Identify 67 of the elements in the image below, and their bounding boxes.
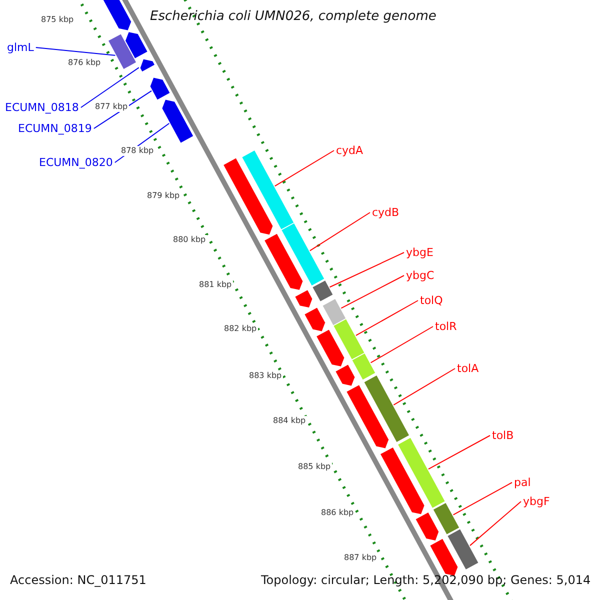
tick-label: 882 kbp	[223, 324, 258, 334]
leader-line	[309, 212, 370, 252]
gene-label: tolR	[435, 321, 457, 332]
gene-label: ybgC	[406, 270, 434, 281]
leader-line	[340, 275, 404, 309]
gene-label: cydB	[372, 207, 400, 218]
leader-line	[274, 150, 334, 187]
gene-label: tolQ	[420, 295, 443, 306]
gene-label: cydA	[336, 145, 364, 156]
leader-line	[355, 300, 418, 336]
gene-label: ybgE	[406, 247, 434, 258]
gene-label: ECUMN_0819	[18, 123, 92, 134]
gene-segment	[433, 503, 460, 534]
gene-segment	[380, 448, 424, 514]
tick-label: 879 kbp	[146, 191, 181, 201]
gene-label: tolA	[457, 363, 479, 374]
title: Escherichia coli UMN026, complete genome	[150, 10, 436, 23]
gene-segment	[364, 376, 409, 442]
leader-line	[428, 435, 490, 470]
gene-segment	[150, 78, 170, 100]
gene-segment	[162, 100, 194, 143]
gene-segment	[316, 330, 344, 366]
genome-info-text: Topology: circular; Length: 5,202,090 bp; Genes: 5,014	[261, 574, 591, 586]
leader-line	[469, 501, 522, 546]
gene-segment	[242, 150, 294, 230]
gene-label: ECUMN_0818	[5, 102, 79, 113]
tick-label: 876 kbp	[67, 58, 102, 68]
gene-segment	[334, 319, 364, 360]
leader-line	[80, 67, 140, 108]
leader-line	[329, 252, 404, 288]
tick-label: 880 kbp	[172, 235, 207, 245]
accession-text: Accession: NC_011751	[10, 574, 146, 586]
tick-label: 877 kbp	[94, 102, 129, 112]
gene-segment	[282, 223, 324, 286]
gene-segment	[140, 59, 154, 72]
gene-segment	[352, 354, 376, 380]
tick-label: 886 kbp	[320, 508, 355, 518]
gene-segment	[398, 438, 445, 508]
tick-label: 881 kbp	[198, 280, 233, 290]
tick-label: 883 kbp	[248, 371, 283, 381]
leader-line	[393, 368, 456, 406]
gene-segment	[346, 385, 389, 448]
tick-label: 878 kbp	[120, 146, 155, 156]
gene-segment	[264, 234, 303, 290]
gene-segment	[295, 290, 312, 308]
gene-label: glmL	[7, 42, 34, 53]
gene-segment	[108, 34, 136, 69]
gene-label: ECUMN_0820	[39, 157, 113, 168]
gene-segment	[416, 512, 439, 540]
gene-segment	[448, 529, 478, 570]
leader-line	[35, 47, 116, 56]
tick-label: 887 kbp	[343, 553, 378, 563]
gene-segment	[322, 299, 346, 326]
leader-line	[370, 326, 434, 364]
gene-label: pal	[514, 477, 531, 488]
gene-segment	[224, 158, 273, 235]
gene-segment	[304, 308, 326, 332]
gene-segment	[126, 32, 148, 58]
gene-segment	[430, 538, 458, 576]
tick-label: 875 kbp	[40, 15, 75, 25]
tick-label: 885 kbp	[297, 462, 332, 472]
gene-label: tolB	[492, 430, 514, 441]
leader-line	[452, 482, 512, 516]
gene-segment	[336, 364, 355, 386]
tick-label: 884 kbp	[272, 416, 307, 426]
gene-segment	[312, 280, 333, 302]
gene-label: ybgF	[523, 496, 550, 507]
